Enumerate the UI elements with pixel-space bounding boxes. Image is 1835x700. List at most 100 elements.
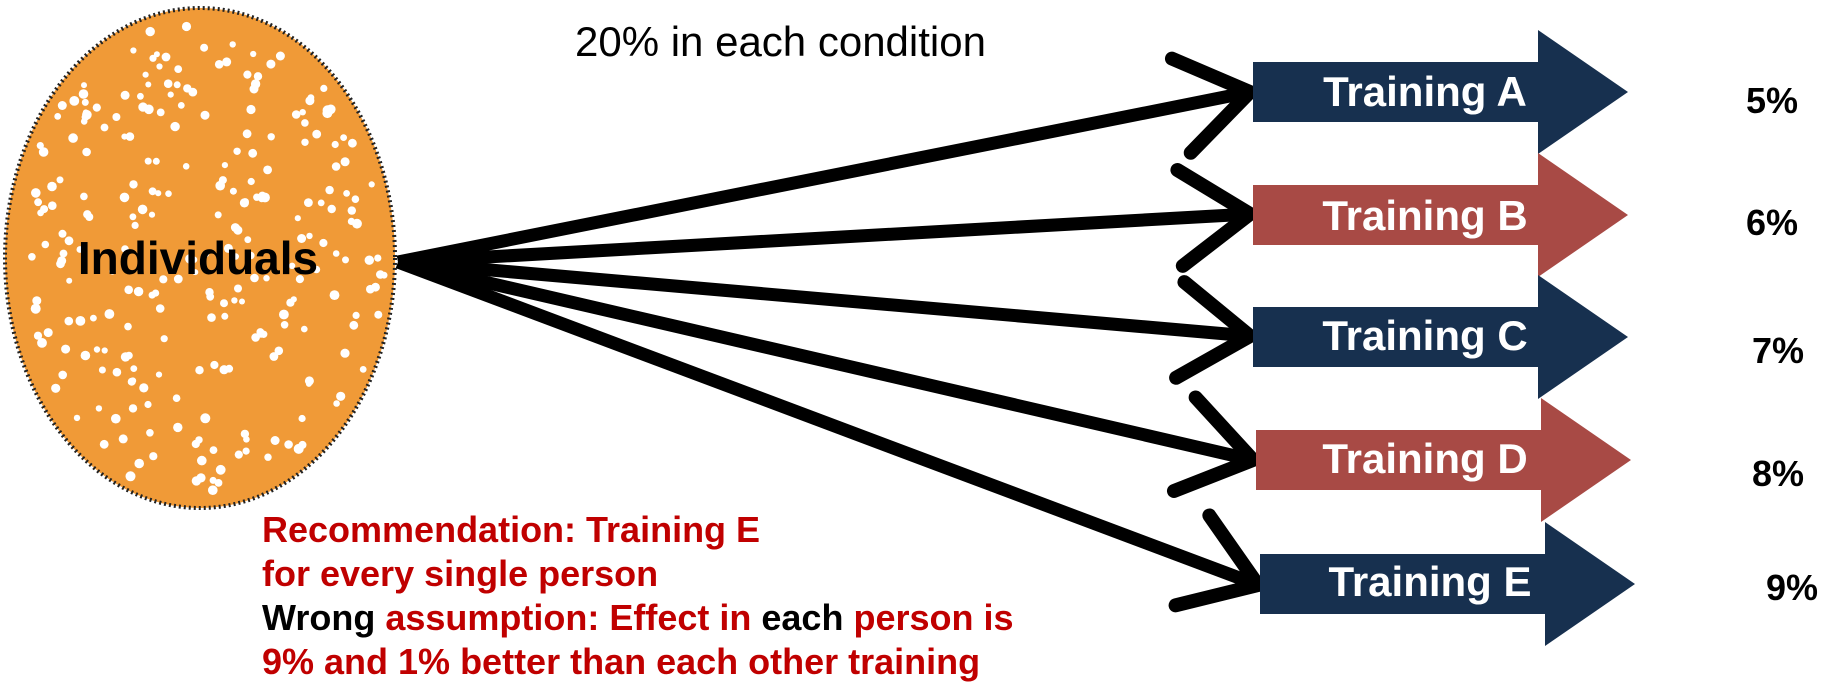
assumption-phrase: assumption: Effect in — [385, 597, 752, 638]
population-dot — [221, 162, 228, 169]
population-dot — [125, 471, 136, 482]
population-dot — [368, 181, 375, 188]
population-dot — [215, 180, 225, 191]
population-dot — [173, 81, 181, 89]
arrow-to-training-e-head — [1168, 508, 1270, 613]
condition-c-effect: 7% — [1752, 330, 1805, 371]
population-dot — [376, 270, 385, 279]
population-dot — [47, 181, 57, 192]
population-dot — [263, 165, 272, 175]
population-dots — [28, 21, 388, 496]
population-dot — [81, 82, 87, 89]
condition-a: Training A — [1253, 30, 1628, 154]
population-dot — [146, 429, 154, 437]
population-dot — [163, 79, 173, 88]
population-dot — [137, 92, 144, 100]
population-dot — [349, 320, 359, 330]
population-dot — [80, 192, 88, 201]
population-dot — [299, 109, 306, 116]
population-dot — [183, 84, 192, 93]
population-dot — [112, 113, 121, 121]
population-dot — [56, 259, 65, 269]
population-dot — [34, 198, 42, 207]
population-dot — [234, 450, 243, 459]
condition-e: Training E — [1260, 522, 1635, 646]
population-dot — [161, 52, 171, 62]
population-dot — [145, 26, 155, 37]
population-dot — [336, 391, 346, 401]
population-dot — [153, 51, 160, 58]
population-dot — [134, 458, 144, 469]
condition-b-effect: 6% — [1746, 202, 1799, 243]
population-dot — [36, 142, 44, 150]
condition-b: Training B — [1253, 153, 1628, 277]
recommendation-line-2: for every single person — [262, 553, 659, 594]
population-dot — [98, 366, 106, 374]
person-is-phrase: person is — [853, 597, 1014, 638]
population-dot — [131, 221, 139, 229]
population-dot — [317, 199, 325, 207]
population-dot — [234, 284, 242, 293]
population-dot — [104, 309, 115, 319]
population-dot — [223, 243, 233, 253]
population-dot — [142, 71, 149, 78]
condition-c-label: Training C — [1322, 312, 1527, 359]
population-dot — [329, 290, 340, 300]
population-dot — [253, 72, 263, 81]
arrow-to-training-b-head — [1170, 163, 1263, 273]
population-dot — [167, 91, 174, 98]
population-dot — [112, 367, 122, 377]
population-dot — [51, 383, 61, 393]
assumption-line-2: 9% and 1% better than each other trainin… — [262, 641, 981, 682]
condition-a-label: Training A — [1323, 68, 1527, 115]
population-dot — [59, 249, 68, 258]
population-dot — [233, 225, 243, 235]
population-dot — [99, 439, 109, 449]
population-ellipse — [3, 6, 397, 510]
assumption-line: Wrong assumption: Effect in each person … — [262, 596, 1014, 640]
condition-d-arrow-shape — [1256, 398, 1631, 522]
population-dot — [177, 102, 185, 109]
population-dot — [248, 148, 258, 158]
population-dot — [229, 41, 236, 48]
population-dot — [222, 57, 232, 67]
population-dot — [120, 90, 130, 100]
population-dot — [92, 103, 101, 112]
allocation-label: 20% in each condition — [575, 18, 986, 65]
population-dot — [215, 464, 226, 475]
population-dot — [83, 210, 92, 219]
population-dot — [33, 331, 43, 340]
population-dot — [210, 360, 219, 370]
population-dot — [263, 275, 270, 282]
population-dot — [32, 296, 42, 306]
population-dot — [270, 436, 280, 445]
population-dot — [351, 195, 360, 203]
population-dot — [173, 274, 183, 284]
population-dot — [239, 298, 245, 305]
population-dot — [170, 121, 180, 132]
arrow-to-training-d-head — [1166, 390, 1266, 498]
population-dot — [172, 394, 181, 403]
population-dot — [209, 476, 217, 484]
population-dot — [269, 352, 279, 361]
condition-b-arrow-shape — [1253, 153, 1628, 277]
population-dot — [322, 108, 333, 119]
arrow-to-training-d-shaft — [396, 255, 1249, 465]
population-dot — [205, 288, 214, 297]
population-dot — [31, 188, 41, 198]
population-dot — [130, 365, 138, 372]
each-word: each — [761, 597, 844, 638]
population-dot — [347, 206, 356, 215]
population-dot — [195, 366, 204, 375]
population-dot — [192, 269, 199, 276]
condition-a-arrow-shape — [1253, 30, 1628, 154]
population-dot — [93, 346, 101, 353]
population-dot — [58, 370, 67, 380]
population-dot — [37, 338, 47, 348]
population-dot — [280, 321, 289, 329]
population-dot — [306, 232, 313, 240]
population-dot — [331, 140, 339, 149]
condition-e-label: Training E — [1328, 558, 1531, 605]
population-dot — [155, 371, 163, 378]
population-dot — [260, 330, 268, 338]
